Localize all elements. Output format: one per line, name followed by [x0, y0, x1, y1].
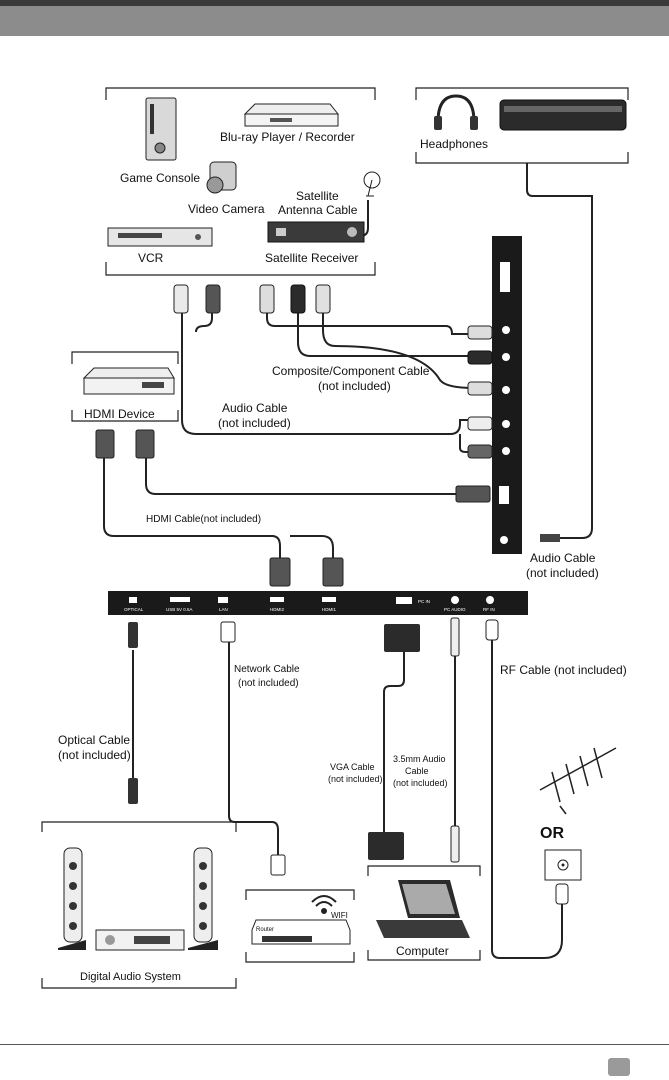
headphones-icon — [434, 94, 478, 130]
back-panel-plugs — [128, 617, 499, 657]
wall-outlet-icon — [544, 849, 582, 905]
composite-label-1: Composite/Component Cable — [272, 364, 430, 378]
rf-cable-label: RF Cable (not included) — [500, 663, 627, 677]
video-camera-icon — [206, 161, 237, 194]
satellite-receiver-icon — [267, 221, 365, 243]
audio-cable-mid-1: Audio Cable — [222, 401, 288, 415]
digital-audio-box — [41, 821, 237, 989]
hdmi-device-icon — [82, 367, 175, 395]
vga-cable-2: (not included) — [328, 774, 383, 784]
audio35-3: (not included) — [393, 778, 448, 788]
computer-label: Computer — [396, 944, 449, 958]
network-cable-1: Network Cable — [234, 664, 300, 675]
vcr-label: VCR — [138, 251, 164, 265]
hdmi-device-label: HDMI Device — [84, 407, 155, 421]
port-optical: OPTICAL — [124, 607, 144, 612]
port-hdmi1: HDMI1 — [322, 607, 336, 612]
network-plug-lower — [270, 854, 286, 876]
router-label: Router — [256, 927, 274, 933]
rca-plugs-top — [173, 284, 331, 314]
satellite-dish-icon — [363, 171, 381, 197]
vga-cable-1: VGA Cable — [330, 762, 375, 772]
satellite-label-2: Antenna Cable — [278, 203, 358, 217]
audio-cable-right-1: Audio Cable — [530, 551, 596, 565]
port-pc-in: PC IN — [418, 599, 430, 604]
side-plugs — [455, 325, 560, 542]
blu-ray-label: Blu-ray Player / Recorder — [220, 130, 355, 144]
optical-cable-2: (not included) — [58, 748, 131, 762]
vcr-icon — [107, 227, 213, 247]
headphones-box — [415, 87, 629, 164]
satellite-receiver-label: Satellite Receiver — [265, 251, 358, 265]
game-console-label: Game Console — [120, 171, 200, 185]
audio-cable-right-2: (not included) — [526, 566, 599, 580]
hdmi-plugs-back — [269, 557, 344, 587]
source-devices-box — [105, 87, 376, 276]
computer-plugs — [368, 825, 460, 863]
page-number-badge — [608, 1058, 630, 1076]
port-rf-in: RF IN — [483, 607, 495, 612]
or-label: OR — [540, 825, 564, 842]
audio-receiver-icon — [95, 929, 185, 951]
port-lan: LAN — [219, 607, 228, 612]
cable-lines — [103, 163, 593, 959]
speaker-right-icon — [188, 847, 218, 950]
hdmi-device-box — [71, 351, 179, 422]
blu-ray-icon — [243, 103, 340, 127]
port-usb: USB 5V 0.5A — [166, 607, 193, 612]
router-box — [245, 889, 355, 963]
audio35-2: Cable — [405, 766, 429, 776]
hdmi-cable-label: HDMI Cable(not included) — [146, 514, 261, 525]
soundbar-icon — [499, 99, 627, 131]
antenna-icon — [539, 747, 617, 815]
composite-label-2: (not included) — [318, 379, 391, 393]
laptop-icon — [376, 880, 470, 938]
game-console-icon — [145, 97, 177, 161]
wifi-label: WIFI — [331, 911, 348, 920]
computer-box — [367, 865, 481, 961]
digital-audio-label: Digital Audio System — [80, 971, 181, 983]
back-panel-port-labels: OPTICAL USB 5V 0.5A LAN HDMI2 HDMI1 PC I… — [124, 599, 495, 612]
optical-plug-lower — [128, 778, 138, 804]
optical-cable-1: Optical Cable — [58, 733, 130, 747]
audio-cable-mid-2: (not included) — [218, 416, 291, 430]
hdmi-plugs-device — [95, 429, 155, 459]
footer-line — [0, 1044, 669, 1045]
port-pc-audio: PC AUDIO — [444, 607, 466, 612]
wifi-icon — [311, 895, 337, 914]
speaker-left-icon — [58, 847, 86, 950]
router-icon — [251, 919, 351, 945]
tv-side-panel — [492, 236, 522, 554]
port-hdmi2: HDMI2 — [270, 607, 284, 612]
header-bar — [0, 0, 669, 36]
back-panel-ports — [129, 596, 494, 604]
network-cable-2: (not included) — [238, 678, 299, 689]
audio35-1: 3.5mm Audio — [393, 754, 446, 764]
satellite-label-1: Satellite — [296, 189, 339, 203]
tv-back-panel — [108, 591, 528, 615]
headphones-label: Headphones — [420, 137, 488, 151]
video-camera-label: Video Camera — [188, 202, 265, 216]
